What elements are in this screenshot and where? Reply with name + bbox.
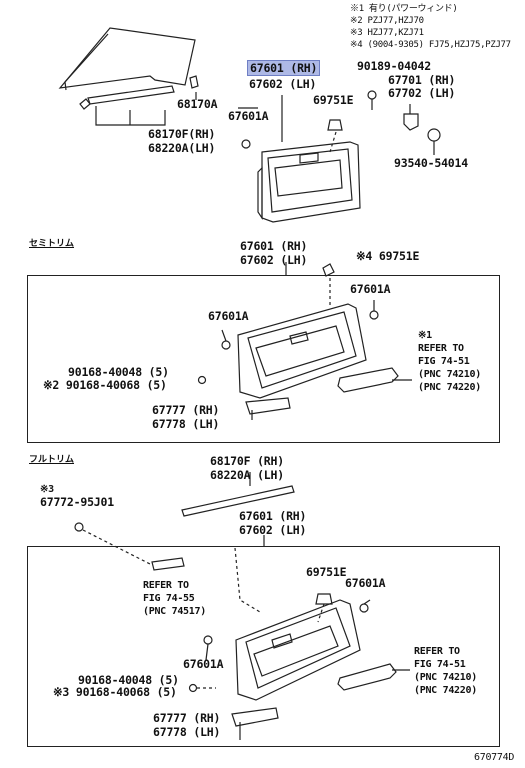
part-93540-54014[interactable]: 93540-54014 <box>394 156 468 170</box>
full-part-67601a-right[interactable]: 67601A <box>345 576 386 590</box>
full-refer51-pnc1: (PNC 74210) <box>414 672 477 683</box>
screw-93540 <box>427 128 441 142</box>
bracket-67701 <box>403 113 419 131</box>
part-67702-lh[interactable]: 67702 (LH) <box>388 86 456 100</box>
part-69751e-top[interactable]: 69751E <box>313 93 354 107</box>
semi-screw-90168-40068[interactable]: ※2 90168-40068 (5) <box>43 378 167 392</box>
semi-part-69751e[interactable]: ※4 69751E <box>356 249 420 263</box>
part-67601a-top[interactable]: 67601A <box>228 109 269 123</box>
semi-part-67601a-right[interactable]: 67601A <box>350 282 391 296</box>
full-screw-90168-40048[interactable]: 90168-40048 (5) <box>78 673 179 687</box>
moulding-68170f <box>181 485 295 517</box>
semi-pnc-1: (PNC 74210) <box>418 369 481 380</box>
full-trim-title: フルトリム <box>29 455 75 465</box>
clip-part <box>189 75 199 89</box>
semi-refer-2[interactable]: FIG 74-51 <box>418 356 470 367</box>
part-68170a[interactable]: 68170A <box>177 97 218 111</box>
refer-74-55-item <box>151 557 185 571</box>
full-part-68220a-lh[interactable]: 68220A (LH) <box>210 468 284 482</box>
semi-part-67602-lh[interactable]: 67602 (LH) <box>240 253 308 267</box>
semi-part-67601-rh[interactable]: 67601 (RH) <box>240 239 308 253</box>
full-part-67772-95j01[interactable]: 67772-95J01 <box>40 495 114 509</box>
door-trim-panel-top <box>257 141 361 223</box>
semi-part-67777-rh[interactable]: 67777 (RH) <box>152 403 220 417</box>
full-note-mark: ※3 <box>40 484 54 495</box>
clip-69751e-full <box>315 593 333 605</box>
semi-trim-box <box>27 275 500 443</box>
full-part-67601-rh[interactable]: 67601 (RH) <box>239 509 307 523</box>
note-1: ※1 有り(パワーウィンド) <box>350 4 458 14</box>
door-trim-panel-semi <box>237 303 367 399</box>
pocket-67777-full <box>231 707 279 727</box>
pocket-67777-semi <box>245 397 291 415</box>
full-part-67601a-left[interactable]: 67601A <box>183 657 224 671</box>
clip-67601a <box>241 139 251 149</box>
full-screw-90168-40068[interactable]: ※3 90168-40068 (5) <box>53 685 177 699</box>
semi-note-mark: ※1 <box>418 330 432 341</box>
full-part-69751e[interactable]: 69751E <box>306 565 347 579</box>
note-3: ※3 HZJ77,KZJ71 <box>350 28 424 38</box>
semi-pnc-2: (PNC 74220) <box>418 382 481 393</box>
full-refer51-pnc2: (PNC 74220) <box>414 685 477 696</box>
part-67602-lh[interactable]: 67602 (LH) <box>249 77 317 91</box>
armrest-semi <box>337 367 399 393</box>
semi-part-67778-lh[interactable]: 67778 (LH) <box>152 417 220 431</box>
part-68220a-lh-top[interactable]: 68220A(LH) <box>148 141 216 155</box>
note-4: ※4 (9004-9305) FJ75,HZJ75,PZJ77 <box>350 40 511 50</box>
part-67601-rh-highlighted[interactable]: 67601 (RH) <box>247 60 321 76</box>
armrest-full <box>337 663 397 691</box>
semi-trim-title: セミトリム <box>29 239 75 249</box>
screw-67772 <box>74 522 84 532</box>
note-2: ※2 PZJ77,HZJ70 <box>350 16 424 26</box>
semi-refer-1: REFER TO <box>418 343 464 354</box>
full-part-67778-lh[interactable]: 67778 (LH) <box>153 725 221 739</box>
full-refer51-2[interactable]: FIG 74-51 <box>414 659 466 670</box>
part-67701-rh[interactable]: 67701 (RH) <box>388 73 456 87</box>
full-part-68170f-rh[interactable]: 68170F (RH) <box>210 454 284 468</box>
nut-90189 <box>367 90 377 100</box>
full-refer55-pnc: (PNC 74517) <box>143 606 206 617</box>
semi-part-67601a-left[interactable]: 67601A <box>208 309 249 323</box>
figure-id: 670774D <box>474 752 515 763</box>
full-trim-box <box>27 546 500 747</box>
full-part-67777-rh[interactable]: 67777 (RH) <box>153 711 221 725</box>
full-refer51-1: REFER TO <box>414 646 460 657</box>
weatherstrip-68170a <box>79 85 175 110</box>
door-trim-panel-full <box>235 599 361 701</box>
full-part-67602-lh[interactable]: 67602 (LH) <box>239 523 307 537</box>
clip-69751e-semi <box>322 263 335 277</box>
full-refer55-1: REFER TO <box>143 580 189 591</box>
semi-screw-90168-40048[interactable]: 90168-40048 (5) <box>68 365 169 379</box>
part-90189-04042[interactable]: 90189-04042 <box>357 59 431 73</box>
full-refer55-2[interactable]: FIG 74-55 <box>143 593 195 604</box>
part-68170f-rh-top[interactable]: 68170F(RH) <box>148 127 216 141</box>
clip-69751e <box>327 119 343 131</box>
door-glass <box>58 27 196 91</box>
